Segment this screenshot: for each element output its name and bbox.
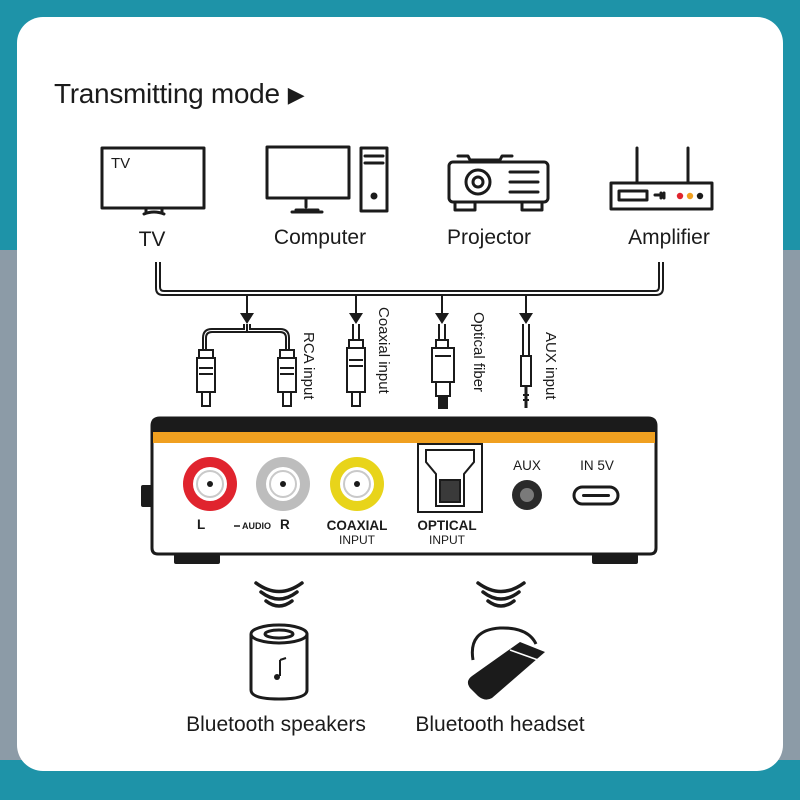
amplifier-jacks xyxy=(676,192,704,200)
speaker-icon xyxy=(249,623,309,701)
connection-bus xyxy=(155,262,664,296)
tv-label: TV xyxy=(138,228,166,251)
usb-c-port xyxy=(572,485,620,506)
coaxial-cable xyxy=(346,324,366,407)
down-arrows xyxy=(240,313,533,324)
optical-cable xyxy=(431,324,455,409)
amplifier-label: Amplifier xyxy=(628,226,710,249)
bluetooth-headset-label: Bluetooth headset xyxy=(415,713,585,736)
tv-screen-text: TV xyxy=(111,155,131,172)
aux-cable-label: AUX input xyxy=(542,332,559,400)
rca-cable-label: RCA input xyxy=(300,332,317,400)
card xyxy=(17,17,783,771)
computer-label: Computer xyxy=(273,226,367,249)
optical-cable-label: Optical fiber xyxy=(470,312,487,393)
aux-port-label: AUX xyxy=(513,458,541,473)
aux-port xyxy=(512,480,542,510)
port-l-label: L xyxy=(197,517,206,532)
computer-icon xyxy=(265,145,389,214)
power-port-label: IN 5V xyxy=(580,458,614,473)
play-arrow-icon: ▶ xyxy=(287,82,305,107)
rca-right-port xyxy=(256,457,310,511)
tv-icon xyxy=(100,146,206,216)
optical-port xyxy=(417,443,483,513)
port-r-label: R xyxy=(280,517,290,532)
coaxial-cable-label: Coaxial input xyxy=(375,307,392,394)
headset-icon xyxy=(467,626,545,700)
wireless-signal-icon xyxy=(254,581,526,608)
rca-cable xyxy=(196,324,297,407)
projector-icon xyxy=(447,154,550,212)
projector-label: Projector xyxy=(446,226,532,249)
rca-left-port xyxy=(183,457,237,511)
transmitter-device xyxy=(141,416,658,564)
coaxial-port xyxy=(330,457,384,511)
page-title: Transmitting mode▶ xyxy=(54,78,305,109)
aux-cable xyxy=(520,324,532,408)
amplifier-icon xyxy=(609,146,714,211)
port-audio-label: AUDIO xyxy=(240,521,273,531)
bluetooth-speakers-label: Bluetooth speakers xyxy=(186,713,366,736)
